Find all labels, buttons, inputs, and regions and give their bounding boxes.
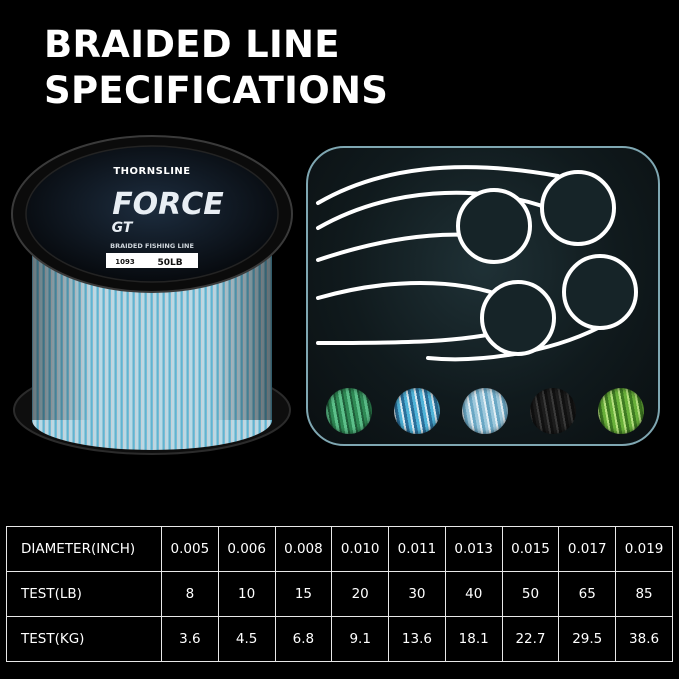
- table-cell: 40: [444, 571, 503, 617]
- table-cell: 4.5: [217, 616, 276, 662]
- table-cell: 30: [388, 571, 446, 617]
- table-cell: 0.005: [161, 526, 219, 572]
- color-swatch-row: [326, 388, 644, 434]
- line-spool-image: THORNSLINE FORCE GT BRAIDED FISHING LINE…: [10, 128, 300, 458]
- spool-length-tag: 1093: [115, 258, 135, 266]
- spool-product-word: FORCE: [112, 187, 224, 222]
- table-cell: 8: [161, 571, 219, 617]
- braid-strands-diagram: [316, 165, 638, 362]
- table-cell: 0.010: [331, 526, 390, 572]
- page-title: BRAIDED LINE SPECIFICATIONS: [44, 22, 388, 114]
- lime-swatch: [598, 388, 644, 434]
- light-blue-swatch: [462, 388, 508, 434]
- black-swatch: [530, 388, 576, 434]
- table-cell: 13.6: [388, 616, 446, 662]
- table-cell: 10: [217, 571, 276, 617]
- table-cell: 0.013: [444, 526, 503, 572]
- table-cell: 65: [558, 571, 617, 617]
- table-cell: 50: [501, 571, 560, 617]
- table-cell: 9.1: [331, 616, 390, 662]
- table-cell: 18.1: [444, 616, 503, 662]
- table-cell: 3.6: [161, 616, 219, 662]
- table-cell: 0.006: [217, 526, 276, 572]
- table-cell: 0.015: [501, 526, 560, 572]
- blue-white-swatch: [394, 388, 440, 434]
- table-cell: 0.008: [274, 526, 333, 572]
- row-label: TEST(LB): [6, 571, 162, 617]
- table-cell: 0.017: [558, 526, 617, 572]
- table-cell: 29.5: [558, 616, 617, 662]
- table-cell: 15: [274, 571, 333, 617]
- table-cell: 22.7: [501, 616, 560, 662]
- spool-product-sub: GT: [112, 220, 134, 236]
- table-cell: 38.6: [615, 616, 673, 662]
- table-cell: 85: [615, 571, 673, 617]
- row-label: DIAMETER(INCH): [6, 526, 162, 572]
- spool-strength-tag: 50LB: [157, 258, 182, 268]
- title-line-1: BRAIDED LINE: [44, 23, 340, 66]
- table-cell: 6.8: [274, 616, 333, 662]
- table-cell: 0.019: [615, 526, 673, 572]
- green-swatch: [326, 388, 372, 434]
- spool-brand: THORNSLINE: [113, 166, 190, 177]
- table-cell: 0.011: [388, 526, 446, 572]
- braid-structure-panel: [306, 146, 660, 446]
- title-line-2: SPECIFICATIONS: [44, 69, 389, 112]
- spool-subtitle: BRAIDED FISHING LINE: [110, 242, 194, 250]
- table-cell: 20: [331, 571, 390, 617]
- row-label: TEST(KG): [6, 616, 162, 662]
